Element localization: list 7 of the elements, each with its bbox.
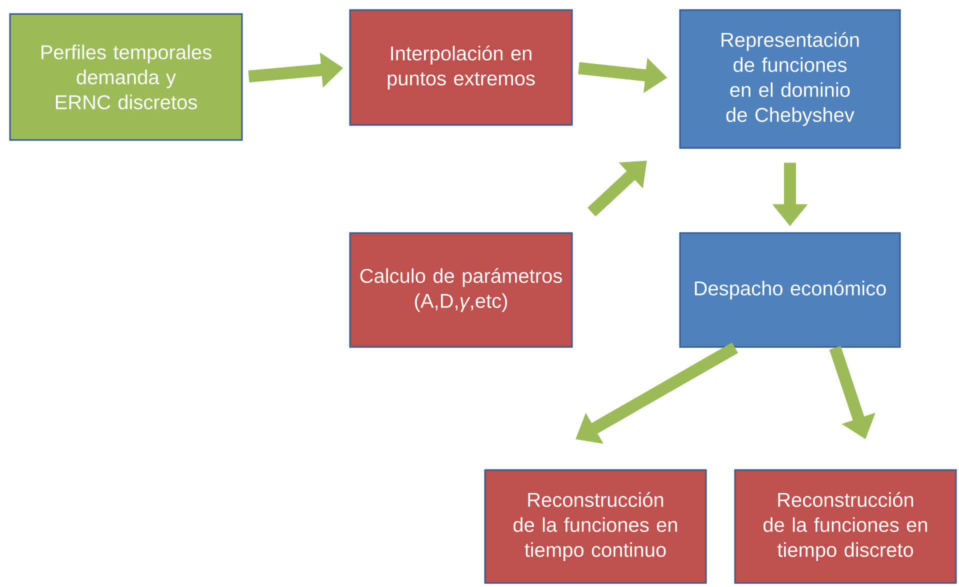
process-box: Interpolación en puntos extremos [349, 9, 573, 126]
process-box: Perfiles temporales demanda y ERNC discretos [9, 13, 243, 141]
process-box: Reconstrucción de la funciones en tiempo discreto [734, 469, 957, 584]
process-box: Calculo de parámetros (A,D,γ,etc) [349, 232, 573, 348]
process-box: Despacho económico [679, 232, 901, 348]
process-box: Reconstrucción de la funciones en tiempo continuo [484, 469, 707, 584]
process-box: Representación de funciones en el dominio de Chebyshev [679, 9, 901, 149]
